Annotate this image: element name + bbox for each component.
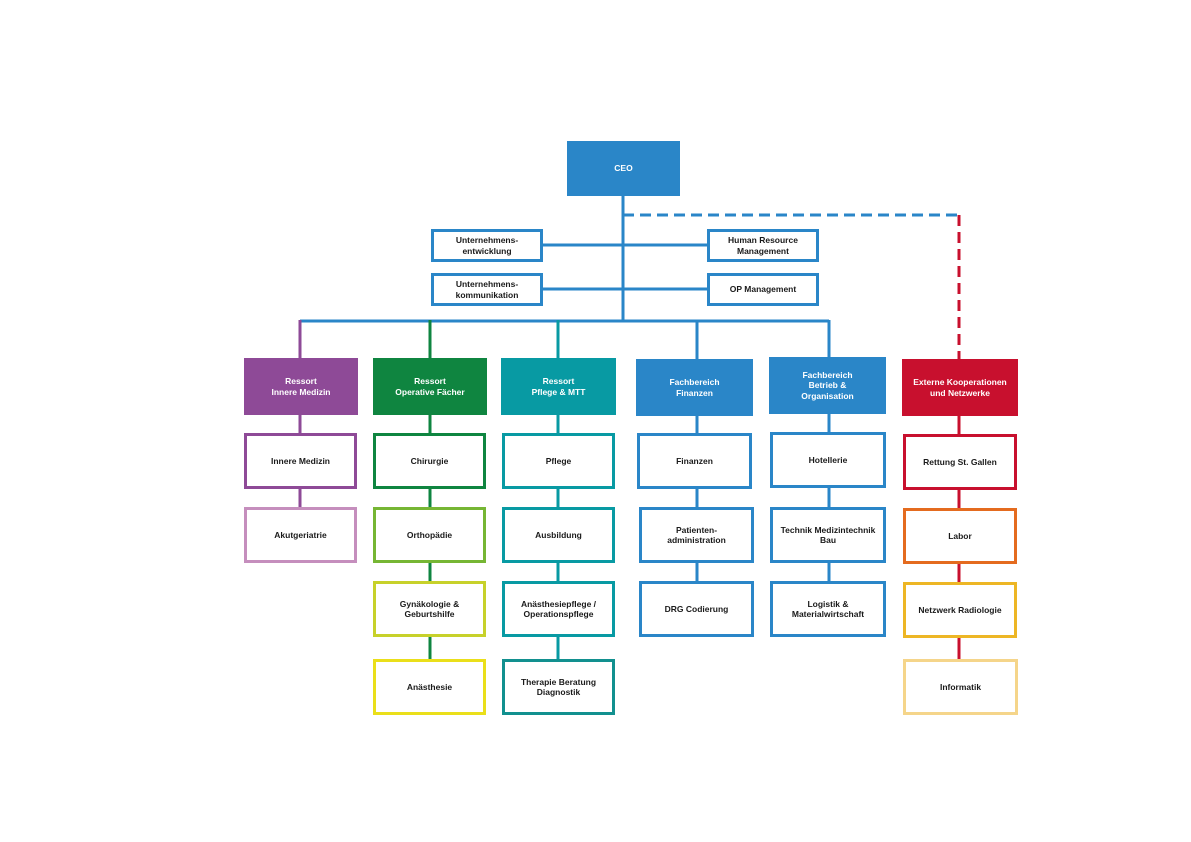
header-label: Fachbereich Betrieb & Organisation	[801, 369, 854, 401]
unit-box: Netzwerk Radiologie	[903, 582, 1017, 638]
unit-box: DRG Codierung	[639, 581, 754, 637]
unit-label: Logistik & Materialwirtschaft	[791, 598, 865, 620]
ceo-box: CEO	[567, 141, 680, 196]
unit-box: Patienten- administration	[639, 507, 754, 563]
header-label: Ressort Pflege & MTT	[531, 376, 586, 397]
staff-box-unternehmenskommunikation: Unternehmens- kommunikation	[431, 273, 543, 306]
unit-box: Anästhesiepflege / Operationspflege	[502, 581, 615, 637]
unit-label: Finanzen	[676, 455, 713, 466]
unit-label: Orthopädie	[406, 529, 453, 540]
unit-label: Pflege	[545, 455, 572, 466]
header-box-operative-faecher: Ressort Operative Fächer	[373, 358, 487, 415]
unit-label: Netzwerk Radiologie	[918, 604, 1002, 615]
header-label: Fachbereich Finanzen	[669, 377, 720, 398]
unit-box: Ausbildung	[502, 507, 615, 563]
unit-box: Logistik & Materialwirtschaft	[770, 581, 886, 637]
unit-label: Ausbildung	[535, 529, 582, 540]
unit-label: Rettung St. Gallen	[923, 456, 997, 467]
unit-box: Rettung St. Gallen	[903, 434, 1017, 490]
unit-box: Chirurgie	[373, 433, 486, 489]
header-box-betrieb-organisation: Fachbereich Betrieb & Organisation	[769, 357, 886, 414]
header-label: Ressort Operative Fächer	[395, 376, 465, 397]
unit-label: Therapie Beratung Diagnostik	[520, 676, 597, 698]
unit-box: Informatik	[903, 659, 1018, 715]
unit-label: Chirurgie	[410, 455, 449, 466]
header-box-finanzen: Fachbereich Finanzen	[636, 359, 753, 416]
staff-label: Unternehmens- kommunikation	[455, 279, 519, 300]
unit-label: Anästhesie	[406, 681, 453, 692]
unit-label: Informatik	[939, 681, 982, 692]
unit-box: Therapie Beratung Diagnostik	[502, 659, 615, 715]
staff-box-unternehmensentwicklung: Unternehmens- entwicklung	[431, 229, 543, 262]
header-box-pflege-mtt: Ressort Pflege & MTT	[501, 358, 616, 415]
unit-box: Akutgeriatrie	[244, 507, 357, 563]
unit-box: Hotellerie	[770, 432, 886, 488]
staff-label: OP Management	[729, 284, 797, 295]
unit-label: Labor	[948, 530, 972, 541]
staff-box-human-resource: Human Resource Management	[707, 229, 819, 262]
unit-label: Gynäkologie & Geburtshilfe	[399, 598, 460, 620]
unit-label: DRG Codierung	[664, 603, 729, 614]
staff-label: Unternehmens- entwicklung	[455, 235, 519, 256]
staff-box-op-management: OP Management	[707, 273, 819, 306]
unit-box: Gynäkologie & Geburtshilfe	[373, 581, 486, 637]
header-box-innere-medizin: Ressort Innere Medizin	[244, 358, 358, 415]
unit-label: Technik Medizintechnik Bau	[780, 524, 876, 546]
unit-box: Pflege	[502, 433, 615, 489]
unit-box: Finanzen	[637, 433, 752, 489]
header-label: Ressort Innere Medizin	[271, 376, 331, 397]
unit-box: Orthopädie	[373, 507, 486, 563]
unit-box: Anästhesie	[373, 659, 486, 715]
header-label: Externe Kooperationen und Netzwerke	[913, 377, 1007, 398]
unit-box: Labor	[903, 508, 1017, 564]
unit-box: Technik Medizintechnik Bau	[770, 507, 886, 563]
staff-label: Human Resource Management	[728, 235, 798, 256]
unit-label: Innere Medizin	[270, 455, 331, 466]
unit-label: Hotellerie	[808, 454, 848, 465]
unit-box: Innere Medizin	[244, 433, 357, 489]
unit-label: Akutgeriatrie	[274, 529, 327, 540]
unit-label: Anästhesiepflege / Operationspflege	[520, 598, 597, 620]
ceo-label: CEO	[614, 163, 633, 174]
unit-label: Patienten- administration	[667, 524, 726, 546]
header-box-externe-kooperationen: Externe Kooperationen und Netzwerke	[902, 359, 1018, 416]
